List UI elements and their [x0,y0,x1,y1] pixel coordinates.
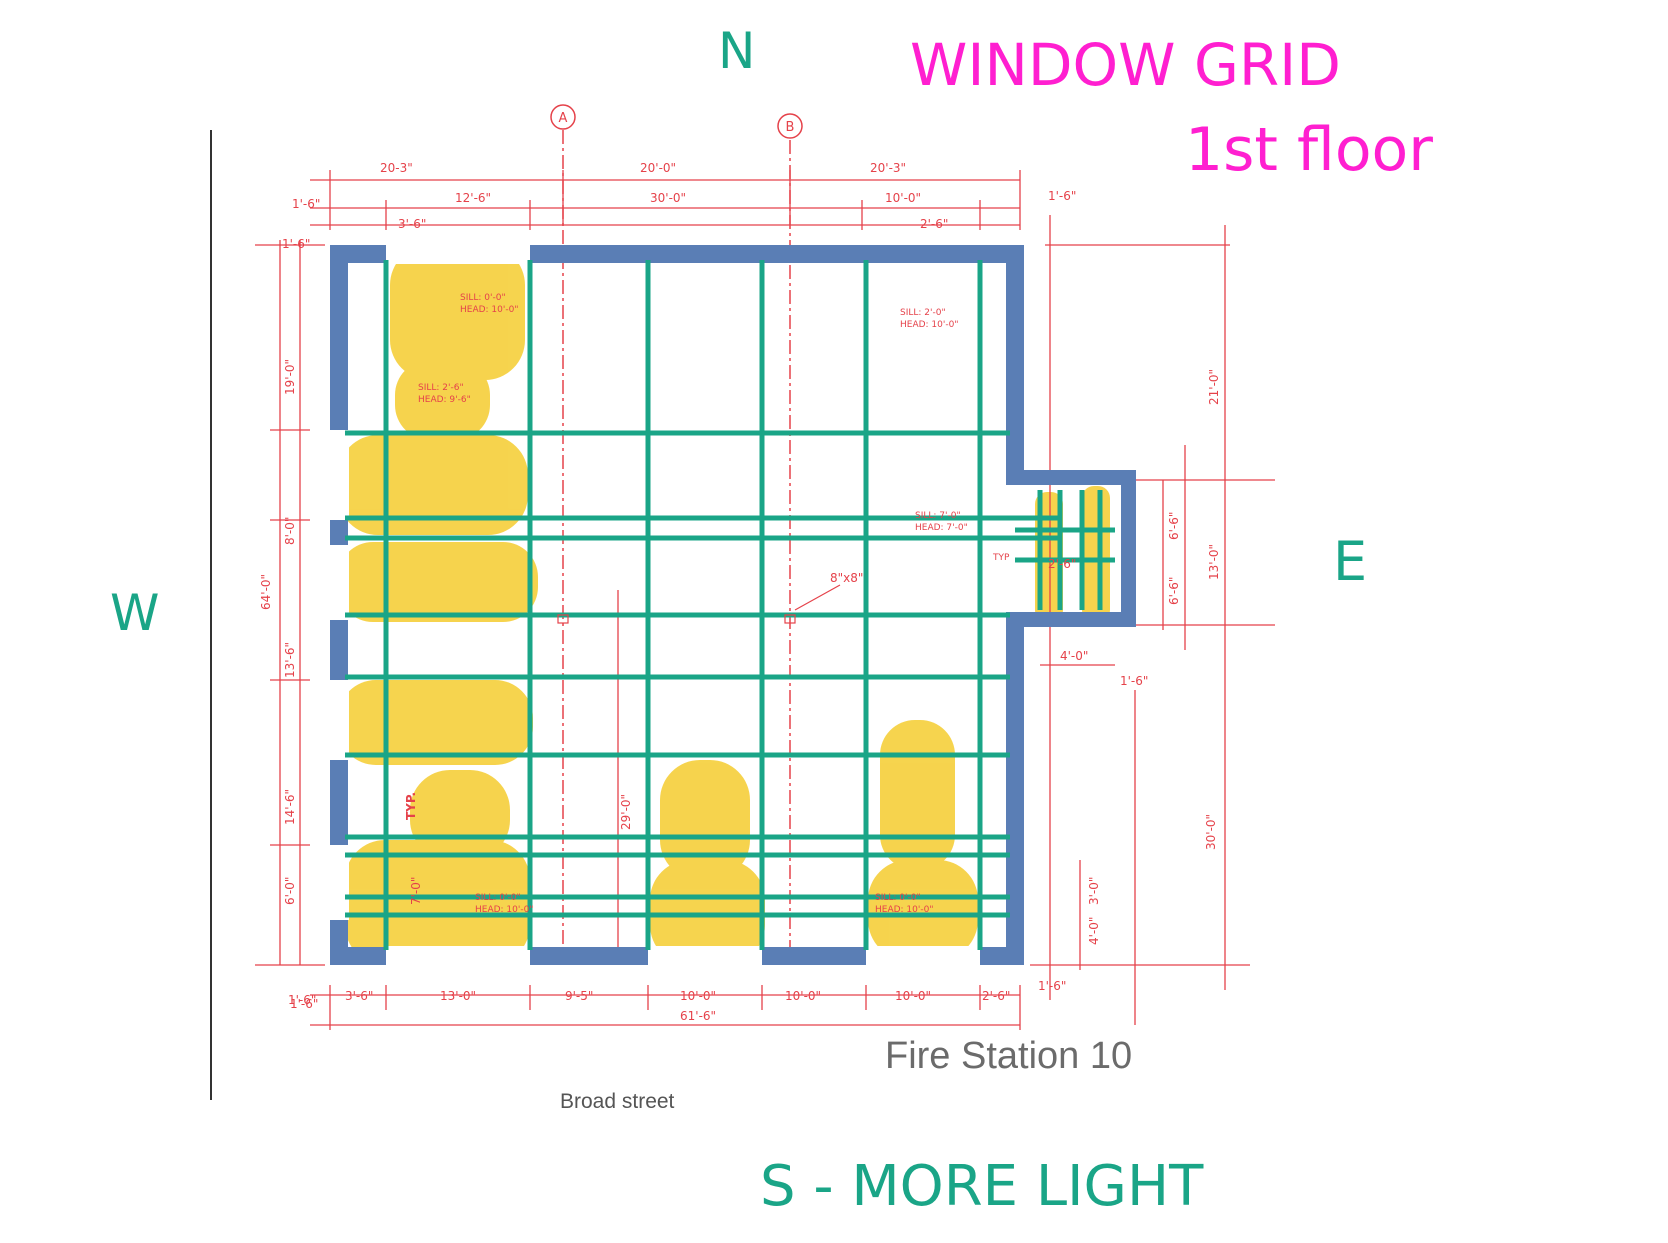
note-3-sill: SILL: 2'-6" [418,383,464,393]
street-name: Broad street [560,1090,675,1113]
compass-east: E [1333,530,1367,593]
note-3-head: HEAD: 9'-6" [418,395,471,405]
gridline-label-b: B [786,120,795,135]
note-4-head: HEAD: 7'-0" [915,523,968,533]
dim-left-small-2: 1'-6" [288,993,316,1007]
note-6-sill: SILL: 0'-0" [875,893,921,903]
dim-left-5: 6'-0" [283,877,297,905]
note-2-head: HEAD: 10'-0" [900,320,958,330]
typ-label: TYP. [404,792,418,820]
compass-west: W [110,584,159,642]
dim-bottom-1: 3'-6" [345,989,373,1003]
dim-left-4: 14'-6" [283,789,297,825]
dim-bottom-7: 2'-6" [982,989,1010,1003]
dimension-lines [255,170,1275,1030]
title-line-2: 1st floor [1185,115,1433,185]
dim-top-small-1: 1'-6" [292,197,320,211]
typ-small-label: TYP [992,553,1010,563]
compass-south-note: S - MORE LIGHT [760,1154,1204,1219]
dim-right-small-5: 3'-0" [1087,877,1101,905]
window-grid [345,260,1115,950]
dim-right-small-1: 6'-6" [1167,512,1181,540]
note-1-head: HEAD: 10'-0" [460,305,518,315]
building-name: Fire Station 10 [885,1035,1132,1077]
note-5-sill: SILL: 0'-0" [475,893,521,903]
dim-top-outer-3: 20'-3" [870,161,906,175]
dim-right-2: 13'-0" [1207,544,1221,580]
dim-top-small-2: 3'-6" [398,217,426,231]
dim-right-small-6: 4'-0" [1087,917,1101,945]
dim-bottom-small-2: 1'-6" [1038,979,1066,993]
dim-right-small-4: 1'-6" [1120,674,1148,688]
column-size-label: 8"x8" [830,571,863,585]
dim-bottom-6: 10'-0" [895,989,931,1003]
dim-bottom-5: 10'-0" [785,989,821,1003]
dimension-labels: 20-3" 20'-0" 20'-3" 12'-6" 30'-0" 10'-0"… [259,161,1221,1023]
dim-bottom-2: 13'-0" [440,989,476,1003]
title-line-1: WINDOW GRID [910,31,1341,99]
dim-bottom-small-1: 1'-6" [290,997,318,1011]
dim-left-small-1: 1'-6" [282,237,310,251]
dim-top-small-4: 1'-6" [1048,189,1076,203]
window-openings [329,244,980,966]
dim-top-inner-2: 30'-0" [650,191,686,205]
dim-bottom-total: 61'-6" [680,1009,716,1023]
dim-right-small-2: 6'-6" [1167,577,1181,605]
dim-bay-small: 2'-6" [1048,557,1076,571]
structural-gridlines [562,130,791,965]
note-4-sill: SILL: 7'-0" [915,511,961,521]
note-2-sill: SILL: 2'-0" [900,308,946,318]
note-6-head: HEAD: 10'-0" [875,905,933,915]
compass-north: N [718,22,755,80]
dim-left-1: 19'-0" [283,359,297,395]
note-1-sill: SILL: 0'-0" [460,293,506,303]
dim-right-1: 21'-0" [1207,369,1221,405]
dim-left-total: 64'-0" [259,574,273,610]
dim-bottom-4: 10'-0" [680,989,716,1003]
gridline-label-a: A [559,111,568,126]
dim-interior-2: 7'-0" [409,877,423,905]
dim-bottom-3: 9'-5" [565,989,593,1003]
dim-top-small-3: 2'-6" [920,217,948,231]
dim-top-outer-2: 20'-0" [640,161,676,175]
gridline-bubble-a: A [550,104,576,130]
dim-right-small-3: 4'-0" [1060,649,1088,663]
dim-left-3: 13'-6" [283,642,297,678]
window-notes: SILL: 0'-0" HEAD: 10'-0" SILL: 2'-0" HEA… [404,293,1010,915]
dim-interior-1: 29'-0" [619,794,633,830]
dim-right-3: 30'-0" [1204,814,1218,850]
column-markers [557,584,841,624]
note-5-head: HEAD: 10'-0" [475,905,533,915]
dim-top-inner-3: 10'-0" [885,191,921,205]
dim-left-2: 8'-0" [283,517,297,545]
dim-top-outer-1: 20-3" [380,161,413,175]
dim-top-inner-1: 12'-6" [455,191,491,205]
gridline-bubble-b: B [777,113,803,139]
